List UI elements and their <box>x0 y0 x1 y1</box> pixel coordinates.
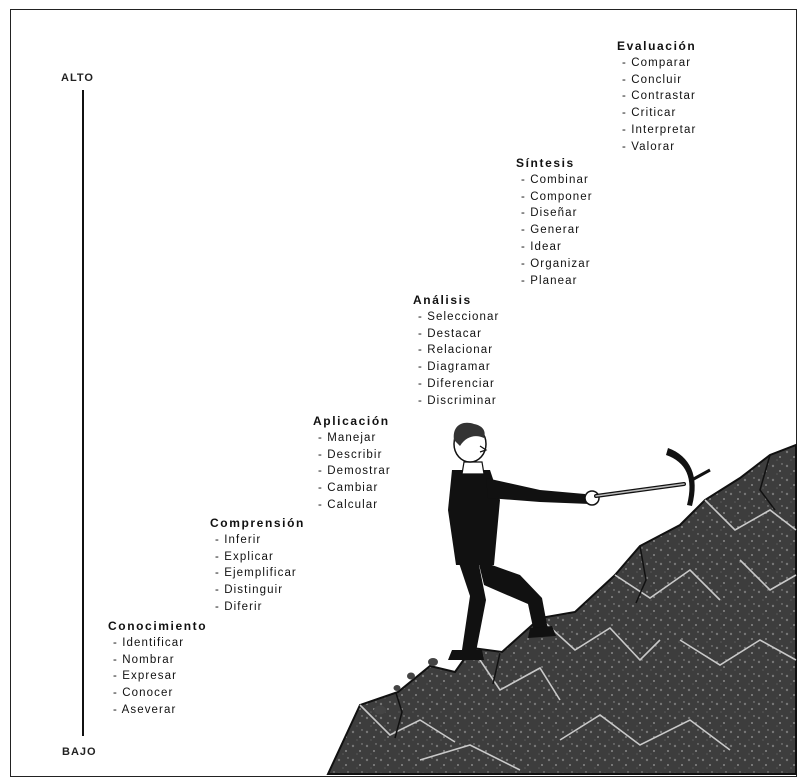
level-title: Conocimiento <box>108 619 208 633</box>
level-title: Aplicación <box>313 414 390 428</box>
level-evaluacion: Evaluación Comparar Concluir Contrastar … <box>617 38 696 156</box>
verb-item: Diseñar <box>521 205 593 222</box>
verb-item: Diferir <box>215 599 305 616</box>
axis-high-label: ALTO <box>61 72 94 84</box>
verb-list: Manejar Describir Demostrar Cambiar Calc… <box>313 430 391 514</box>
verb-list: Combinar Componer Diseñar Generar Idear … <box>516 172 593 290</box>
axis-low-label: BAJO <box>62 746 97 758</box>
verb-item: Combinar <box>521 172 593 189</box>
verb-item: Concluir <box>622 72 696 89</box>
verb-item: Demostrar <box>318 463 391 480</box>
verb-item: Identificar <box>113 635 207 652</box>
verb-list: Comparar Concluir Contrastar Criticar In… <box>617 55 696 156</box>
axis-line <box>82 90 84 736</box>
verb-item: Calcular <box>318 497 391 514</box>
verb-item: Nombrar <box>113 652 207 669</box>
verb-list: Inferir Explicar Ejemplificar Distinguir… <box>210 532 305 616</box>
climber <box>448 422 600 660</box>
verb-item: Organizar <box>521 256 593 273</box>
verb-item: Inferir <box>215 532 305 549</box>
verb-list: Identificar Nombrar Expresar Conocer Ase… <box>108 635 207 719</box>
verb-list: Seleccionar Destacar Relacionar Diagrama… <box>413 309 499 410</box>
verb-item: Generar <box>521 222 593 239</box>
level-analisis: Análisis Seleccionar Destacar Relacionar… <box>413 292 499 410</box>
level-title: Comprensión <box>210 516 305 530</box>
verb-item: Describir <box>318 447 391 464</box>
verb-item: Contrastar <box>622 88 696 105</box>
verb-item: Manejar <box>318 430 391 447</box>
verb-item: Componer <box>521 189 593 206</box>
level-title: Análisis <box>413 293 472 307</box>
mountain <box>326 443 797 775</box>
level-conocimiento: Conocimiento Identificar Nombrar Expresa… <box>108 618 207 719</box>
verb-item: Explicar <box>215 549 305 566</box>
level-title: Síntesis <box>516 156 575 170</box>
verb-item: Diagramar <box>418 359 499 376</box>
level-sintesis: Síntesis Combinar Componer Diseñar Gener… <box>516 155 593 289</box>
verb-item: Distinguir <box>215 582 305 599</box>
verb-item: Criticar <box>622 105 696 122</box>
level-comprension: Comprensión Inferir Explicar Ejemplifica… <box>210 515 305 616</box>
verb-item: Discriminar <box>418 393 499 410</box>
verb-item: Planear <box>521 273 593 290</box>
verb-item: Valorar <box>622 139 696 156</box>
verb-item: Diferenciar <box>418 376 499 393</box>
verb-item: Interpretar <box>622 122 696 139</box>
level-aplicacion: Aplicación Manejar Describir Demostrar C… <box>313 413 391 514</box>
verb-item: Idear <box>521 239 593 256</box>
verb-item: Aseverar <box>113 702 207 719</box>
verb-item: Relacionar <box>418 342 499 359</box>
falling-pebbles <box>374 658 438 715</box>
verb-item: Conocer <box>113 685 207 702</box>
pickaxe <box>594 448 711 506</box>
verb-item: Ejemplificar <box>215 565 305 582</box>
verb-item: Cambiar <box>318 480 391 497</box>
verb-item: Comparar <box>622 55 696 72</box>
verb-item: Seleccionar <box>418 309 499 326</box>
verb-item: Expresar <box>113 668 207 685</box>
verb-item: Destacar <box>418 326 499 343</box>
level-title: Evaluación <box>617 39 697 53</box>
